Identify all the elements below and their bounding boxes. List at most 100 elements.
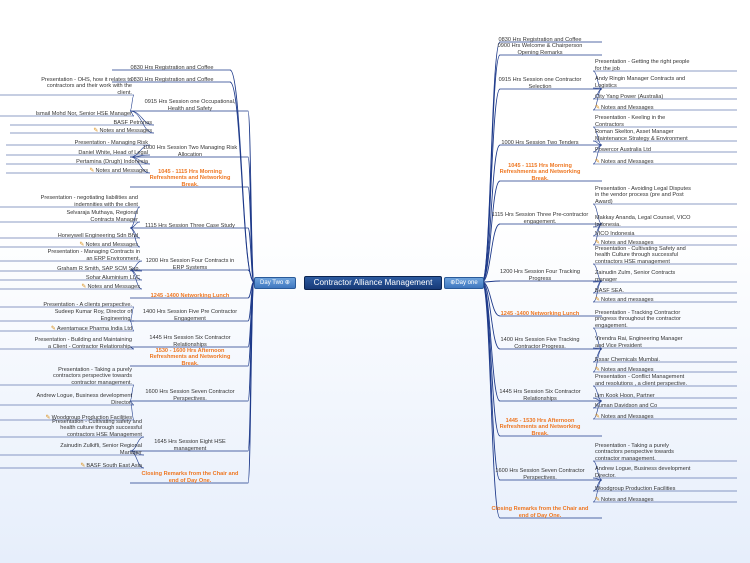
day-one-detail[interactable]: Andy Ringin Manager Contracts and Logist… xyxy=(595,76,685,89)
day-one-detail-text: Presentation - Getting the right people … xyxy=(595,59,690,72)
day-two-detail[interactable]: Presentation - Taking a purely contracto… xyxy=(53,367,132,386)
day-one-session[interactable]: 0830 Hrs Registration and Coffee xyxy=(480,37,600,43)
day-one-detail[interactable]: VICO Indonesia xyxy=(595,231,635,237)
day-two-detail-text: Presentation - Building and Maintaining … xyxy=(34,337,132,350)
day-two-session[interactable]: 0830 Hrs Registration and Coffee xyxy=(112,77,232,83)
day-two-session[interactable]: 0915 Hrs Session one Occupational, Healt… xyxy=(130,99,250,112)
day-two-detail[interactable]: Daniel White, Head of Legal xyxy=(78,150,148,156)
day-two-branch[interactable]: Day Two ⊕ xyxy=(254,277,296,289)
day-one-detail[interactable]: Presentation - Avoiding Legal Disputes i… xyxy=(595,186,691,205)
day-one-detail[interactable]: Makkay Ananda, Legal Counsel, VICO Indon… xyxy=(595,215,690,228)
day-two-session[interactable]: 1400 Hrs Session Five Pre Contractor Eng… xyxy=(130,309,250,322)
day-one-detail-text: Andy Ringin Manager Contracts and Logist… xyxy=(595,76,686,89)
note-icon: ✎ xyxy=(595,413,601,420)
day-one-session[interactable]: 1445 - 1530 Hrs Afternoon Refreshments a… xyxy=(480,418,600,437)
day-two-detail[interactable]: Pertamina (Drugh) Indonesia xyxy=(76,159,148,165)
day-one-detail[interactable]: ✎Notes and Messages xyxy=(595,240,654,246)
central-topic[interactable]: Contractor Alliance Management xyxy=(304,276,442,290)
day-one-detail[interactable]: Andrew Logue, Business development Direc… xyxy=(595,466,690,479)
day-one-detail[interactable]: Woodgroup Production Facilities xyxy=(595,486,675,492)
day-one-session[interactable]: Closing Remarks from the Chair and end o… xyxy=(480,506,600,519)
day-two-detail[interactable]: Zainudin Zulkifli, Senior Regional Manag… xyxy=(60,443,142,456)
day-two-detail-text: Andrew Logue, Business development Direc… xyxy=(36,393,132,406)
day-one-branch[interactable]: ⊕Day one xyxy=(444,277,484,289)
day-one-detail-text: Presentation - Tracking Contractor progr… xyxy=(595,309,681,329)
day_two-child-link xyxy=(129,94,135,112)
day-one-detail[interactable]: ✎Notes and Messages xyxy=(595,367,654,373)
day-one-detail[interactable]: Presentation - Taking a purely contracto… xyxy=(595,443,674,462)
day-one-detail[interactable]: ✎Notes and messages xyxy=(595,297,654,303)
day-one-detail[interactable]: City Yang Power (Australia) xyxy=(595,94,663,100)
day-two-detail[interactable]: Sudeep Kumar Roy, Director of Engineerin… xyxy=(55,309,132,322)
day-two-session-text: 1245 -1400 Networking Lunch xyxy=(150,292,230,299)
day-two-session[interactable]: 1115 Hrs Session Three Case Study xyxy=(130,223,250,229)
day-two-detail[interactable]: Presentation - Managing Contracts in an … xyxy=(48,249,140,262)
day-one-detail[interactable]: Presentation - Conflict Management and r… xyxy=(595,374,687,387)
day-one-detail[interactable]: Lim Kook Hoon, Partner xyxy=(595,393,655,399)
note-icon: ✎ xyxy=(595,496,601,503)
day-two-detail[interactable]: ✎Notes and Messages xyxy=(93,128,152,134)
day-one-detail[interactable]: ✎Notes and Messages xyxy=(595,497,654,503)
day-one-session[interactable]: 1445 Hrs Session Six Contractor Relation… xyxy=(480,389,600,402)
day-two-detail[interactable]: ✎Notes and Messages xyxy=(81,284,140,290)
day-one-detail[interactable]: Essar Chemicals Mumbai. xyxy=(595,357,660,363)
day-one-detail[interactable]: Presentation - Getting the right people … xyxy=(595,59,690,72)
day-two-detail[interactable]: Presentation - OHS, how it relates to co… xyxy=(41,77,132,96)
day-one-detail[interactable]: Powercor Australia Ltd xyxy=(595,147,651,153)
day-one-detail[interactable]: Virendra Rai, Engineering Manager and Vi… xyxy=(595,336,683,349)
day-two-detail[interactable]: Ismail Mohd Nor, Senior HSE Manager xyxy=(36,111,132,117)
day-one-detail[interactable]: ✎Notes and Messages xyxy=(595,414,654,420)
day-one-session[interactable]: 1000 Hrs Session Two Tenders xyxy=(480,140,600,146)
day-two-detail[interactable]: Presentation - Managing Risk xyxy=(75,140,148,146)
day-two-session-text: 0830 Hrs Registration and Coffee xyxy=(130,64,214,71)
day-two-detail[interactable]: Presentation - Building and Maintaining … xyxy=(35,337,132,350)
day-one-session[interactable]: 1115 Hrs Session Three Pre-contractor en… xyxy=(480,212,600,225)
day-two-detail[interactable]: BASF Petronas xyxy=(113,120,152,126)
day-one-session[interactable]: 1200 Hrs Session Four Tracking Progress xyxy=(480,269,600,282)
day-one-session[interactable]: 0915 Hrs Session one Contractor Selectio… xyxy=(480,77,600,90)
day-two-detail[interactable]: Presentation - negotiating liabilities a… xyxy=(41,195,138,208)
day_one-child-link xyxy=(592,348,603,373)
day-one-detail[interactable]: Zainudin Zulm, Senior Contracts manager xyxy=(595,270,675,283)
day-two-detail[interactable]: ✎Notes and Messages xyxy=(89,168,148,174)
day_one-child-link xyxy=(592,400,603,420)
day-two-session[interactable]: 1645 Hrs Session Eight HSE management xyxy=(130,439,250,452)
day-two-detail[interactable]: Selvaraja Muthaya, Regional Contracts Ma… xyxy=(66,210,138,223)
day-one-detail[interactable]: Presentation - Keeling in the Contractor… xyxy=(595,115,665,128)
day-one-session[interactable]: 0900 Hrs Welcome & Chairperson Opening R… xyxy=(480,43,600,56)
day-two-detail[interactable]: ✎BASF South East Asia xyxy=(80,463,142,469)
day_one-child-link xyxy=(592,144,603,165)
day-two-session[interactable]: 1445 Hrs Session Six Contractor Relation… xyxy=(130,335,250,348)
day-one-detail-text: Notes and Messages xyxy=(601,496,654,503)
day-one-detail-text: Lim Kook Hoon, Partner xyxy=(595,392,655,399)
day-one-detail[interactable]: Roman Skelton, Asset Manager Maintenance… xyxy=(595,129,688,142)
day-two-session[interactable]: Closing Remarks from the Chair and end o… xyxy=(130,471,250,484)
day-two-detail[interactable]: ✎Woodgroup Production Facilities xyxy=(46,415,132,421)
day-two-detail[interactable]: Presentation - Cultivating safety and he… xyxy=(52,419,142,438)
day-one-detail[interactable]: ✎Notes and Messages xyxy=(595,105,654,111)
day-one-detail[interactable]: ✎Notes and Messages xyxy=(595,159,654,165)
day-two-session[interactable]: 1000 Hrs Session Two Managing Risk Alloc… xyxy=(130,145,250,158)
day-one-session[interactable]: 1045 - 1115 Hrs Morning Refreshments and… xyxy=(480,163,600,182)
day-two-session[interactable]: 1200 Hrs Session Four Contracts in ERP S… xyxy=(130,258,250,271)
day-two-session[interactable]: 0830 Hrs Registration and Coffee xyxy=(112,65,232,71)
day-two-session[interactable]: 1045 - 1115 Hrs Morning Refreshments and… xyxy=(130,169,250,188)
day-two-session[interactable]: 1600 Hrs Session Seven Contractor Perspe… xyxy=(130,389,250,402)
day-one-detail[interactable]: Presentation - Tracking Contractor progr… xyxy=(595,310,681,329)
day-one-detail[interactable]: BASF SEA. xyxy=(595,288,624,294)
day-two-detail[interactable]: Andrew Logue, Business development Direc… xyxy=(37,393,132,406)
day-one-detail[interactable]: Presentation - Cultivating Safety and he… xyxy=(595,246,686,265)
day-one-session[interactable]: 1400 Hrs Session Five Tracking Contracto… xyxy=(480,337,600,350)
day-two-detail[interactable]: Graham R Smith, SAP SCM Sup. xyxy=(57,266,140,272)
day-one-detail[interactable]: Kuman Davidson and Co xyxy=(595,403,657,409)
day_one-child-link xyxy=(592,88,603,111)
day-one-session[interactable]: 1245 -1400 Networking Lunch xyxy=(480,311,600,317)
day-two-detail[interactable]: Honeywell Engineering Sdn Bhd xyxy=(58,233,138,239)
day-two-detail[interactable]: Sohar Aluminium LLC xyxy=(86,275,140,281)
day-two-session[interactable]: 1245 -1400 Networking Lunch xyxy=(130,293,250,299)
day-one-session[interactable]: 1600 Hrs Session Seven Contractor Perspe… xyxy=(480,468,600,481)
day-two-detail[interactable]: ✎Notes and Messages xyxy=(79,242,138,248)
day-two-detail[interactable]: Presentation - A clients perspective. xyxy=(43,302,132,308)
day-two-session[interactable]: 1530 - 1600 Hrs Afternoon Refreshments a… xyxy=(130,348,250,367)
day-two-detail[interactable]: ✎Aventamace Pharma India Ltd xyxy=(51,326,132,332)
